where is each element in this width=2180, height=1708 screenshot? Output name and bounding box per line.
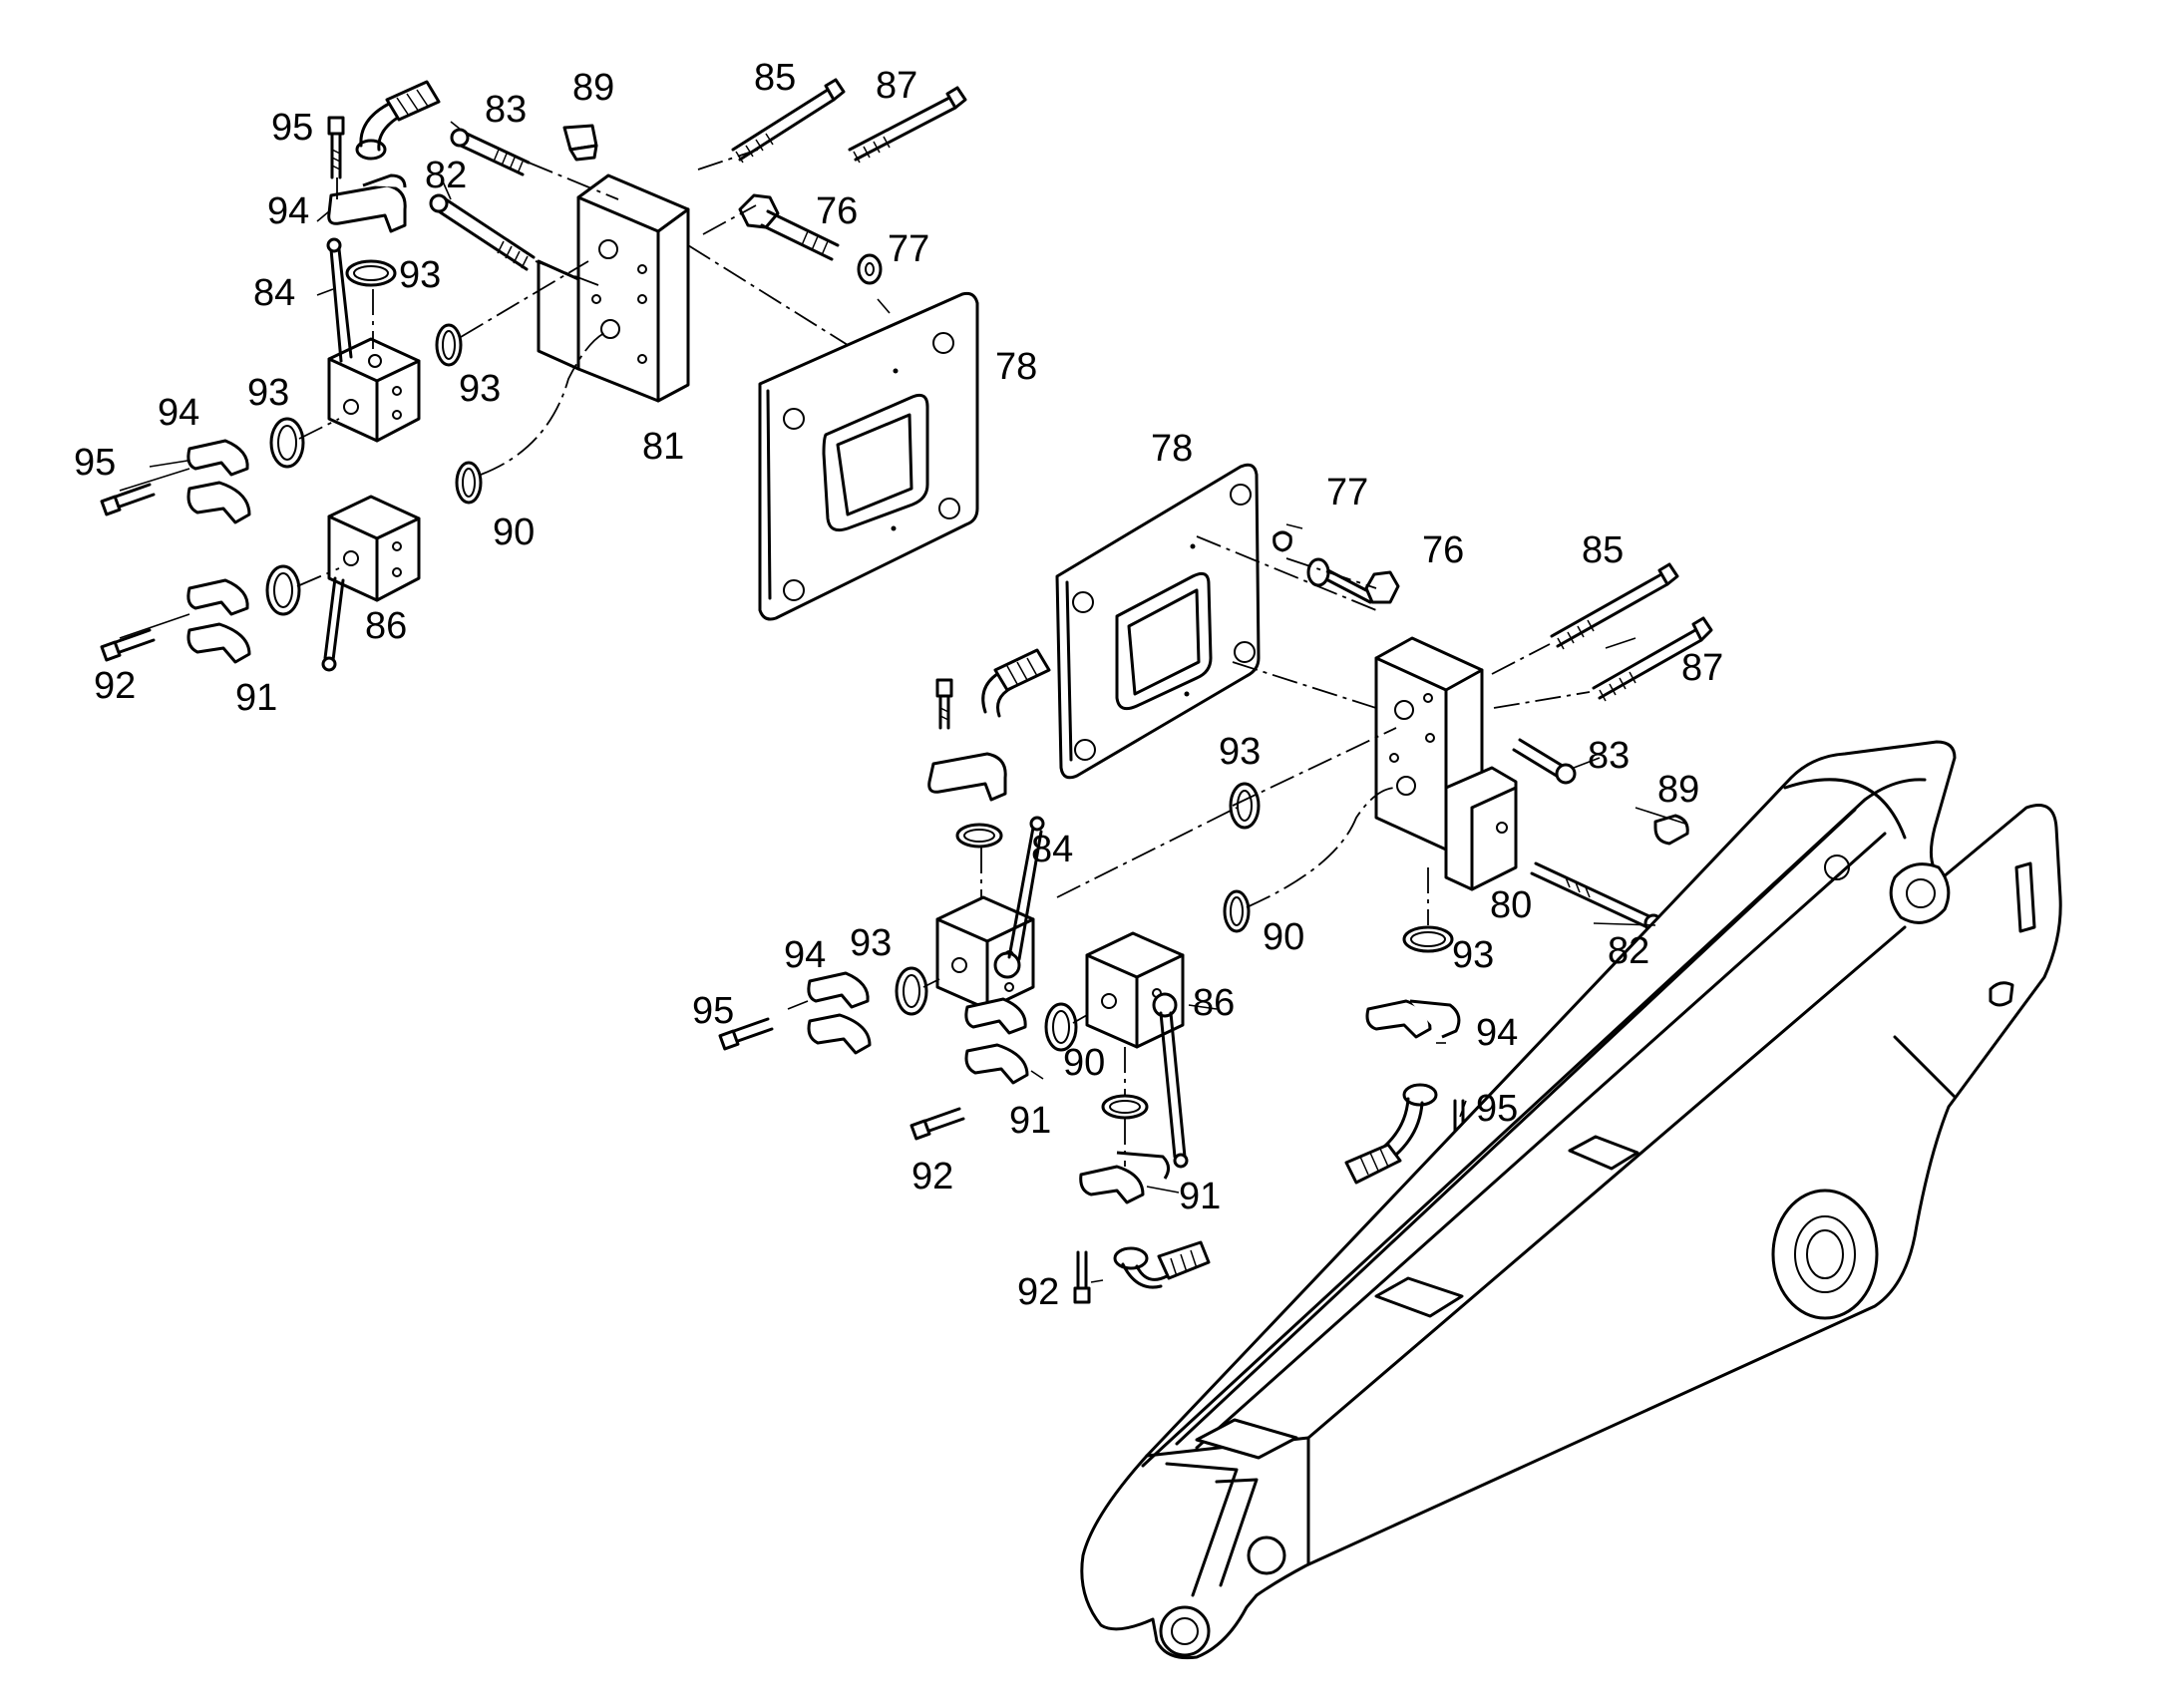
valve-block-80 [1374, 636, 1518, 891]
callout-77: 77 [888, 228, 929, 270]
callout-94: 94 [1476, 1012, 1518, 1054]
mounting-plate-upper [758, 291, 979, 621]
boom-arm [1080, 740, 2062, 1660]
callout-78: 78 [995, 346, 1037, 388]
flange-halves-91-upper [186, 578, 251, 664]
callout-95: 95 [271, 107, 313, 149]
o-rings-upper [265, 259, 483, 616]
hose-fittings-lower [981, 648, 1438, 1289]
callout-85: 85 [754, 57, 796, 99]
callout-77: 77 [1326, 472, 1368, 513]
callout-94: 94 [784, 934, 826, 976]
callout-91: 91 [1009, 1100, 1051, 1142]
callout-92: 92 [1017, 1271, 1059, 1313]
callout-93: 93 [1219, 731, 1261, 773]
callout-85: 85 [1582, 529, 1624, 571]
ball-valve-84-upper [326, 237, 421, 443]
callout-90: 90 [1263, 916, 1304, 958]
mounting-plate-lower [1055, 463, 1261, 780]
callout-93: 93 [850, 922, 892, 964]
callout-80: 80 [1490, 884, 1532, 926]
callout-94: 94 [158, 392, 199, 434]
valve-86-upper [321, 495, 421, 672]
flange-halves-94-upper [186, 173, 407, 524]
callout-94: 94 [267, 190, 309, 232]
callout-83: 83 [1588, 735, 1630, 777]
callout-86: 86 [365, 605, 407, 647]
callout-92: 92 [911, 1156, 953, 1197]
assembly-lines-lower [922, 535, 1591, 1167]
callout-84: 84 [253, 272, 295, 314]
bolt-83-upper [450, 128, 531, 176]
callout-83: 83 [485, 89, 527, 131]
bolt-76-upper [738, 193, 840, 261]
callout-84: 84 [1031, 829, 1073, 870]
callout-95: 95 [74, 442, 116, 484]
callout-78: 78 [1151, 428, 1193, 470]
callout-81: 81 [642, 426, 684, 468]
flange-halves-lower [807, 752, 1461, 1204]
callout-82: 82 [1608, 930, 1649, 972]
callout-82: 82 [425, 155, 467, 196]
callout-93: 93 [1452, 934, 1494, 976]
callout-76: 76 [1422, 529, 1464, 571]
callout-92: 92 [94, 665, 136, 707]
callout-90: 90 [493, 512, 535, 553]
valve-block-upper [537, 173, 690, 403]
plug-89-upper [562, 124, 598, 162]
callout-93: 93 [459, 368, 501, 410]
callout-95: 95 [692, 990, 734, 1032]
callout-91: 91 [235, 677, 277, 719]
callout-76: 76 [816, 190, 858, 232]
bolt-82-upper [429, 193, 536, 271]
callout-89: 89 [572, 67, 614, 109]
assembly-lines-upper [296, 149, 849, 587]
o-rings-lower [895, 782, 1454, 1120]
callout-90: 90 [1063, 1042, 1105, 1084]
callout-89: 89 [1657, 769, 1699, 811]
ball-valve-84-lower [935, 816, 1045, 1011]
hose-fitting-95-upper [355, 80, 441, 161]
washer-77-upper [857, 253, 883, 285]
callout-95: 95 [1476, 1088, 1518, 1130]
callout-87: 87 [876, 65, 917, 107]
leader-lines [119, 121, 1686, 1283]
callout-labels: 95 94 84 93 93 93 83 82 89 85 87 76 77 7… [74, 57, 1723, 1313]
callout-93: 93 [399, 254, 441, 296]
callout-91: 91 [1179, 1176, 1221, 1217]
bolts-lower [1272, 530, 1713, 933]
callout-93: 93 [247, 372, 289, 414]
callout-86: 86 [1193, 982, 1235, 1024]
valve-86-lower [1085, 931, 1189, 1169]
screws-upper [100, 116, 345, 662]
callout-87: 87 [1681, 647, 1723, 689]
bolt-87-upper [848, 86, 967, 164]
